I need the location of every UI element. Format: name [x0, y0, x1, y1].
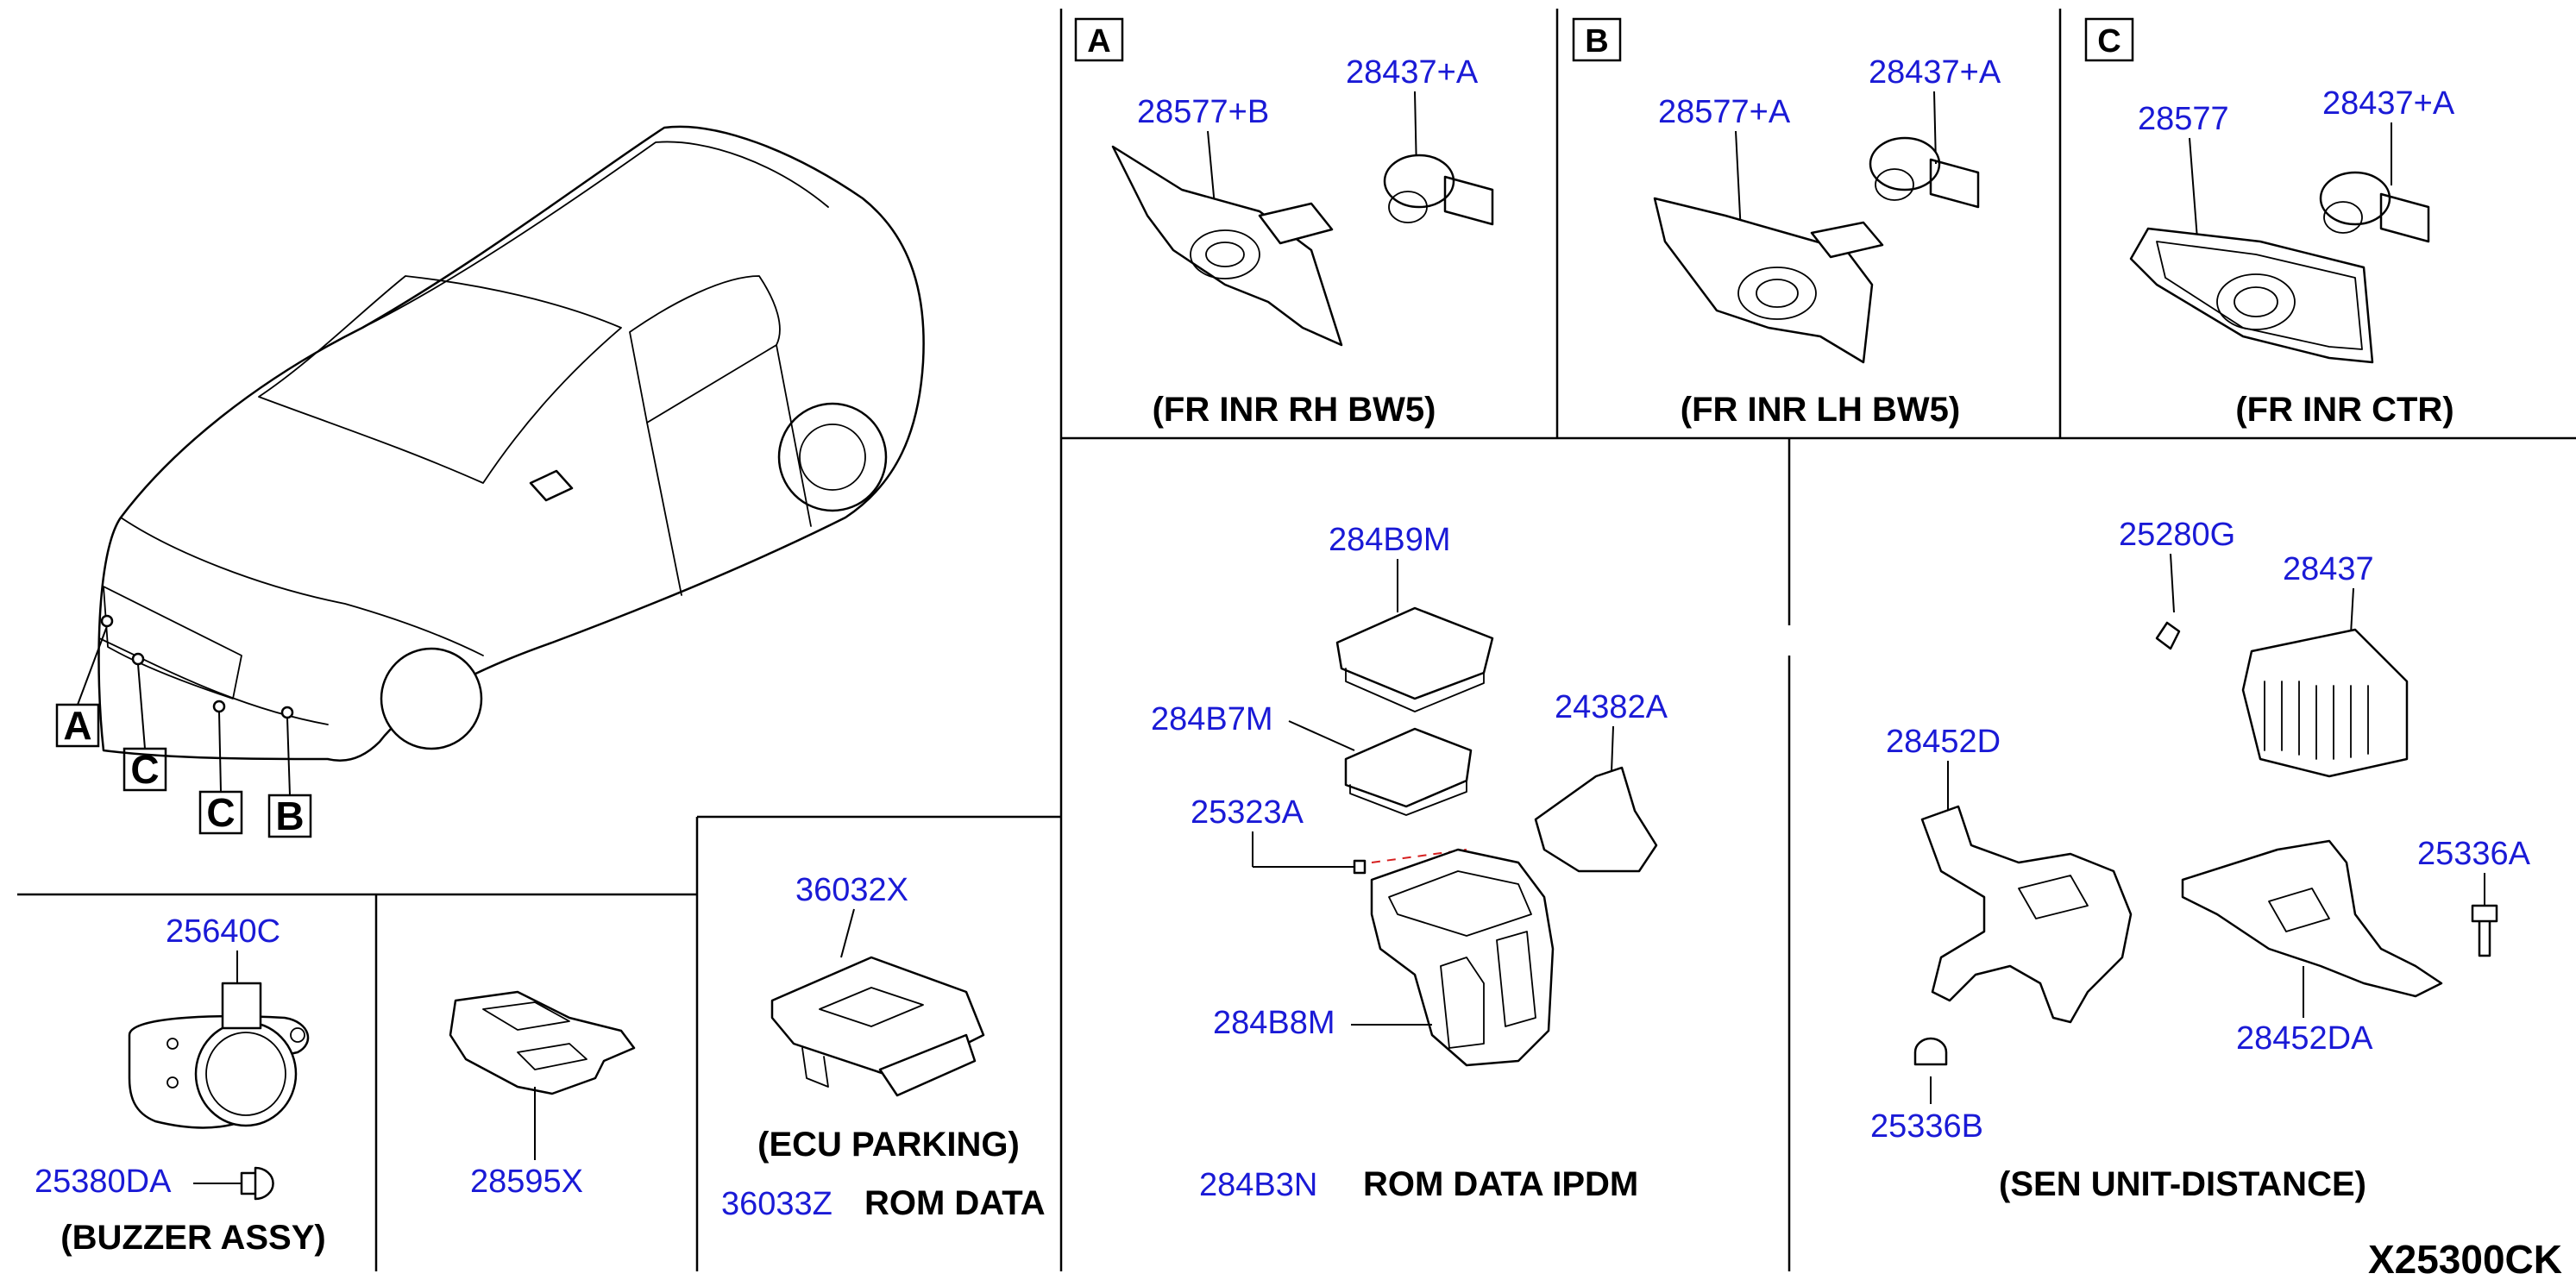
module-drawing: [1344, 727, 1473, 808]
panel-c: C 28577 28437+A (FR INR CTR): [2084, 17, 2455, 429]
vehicle-hood-line: [120, 517, 484, 656]
cover-drawing: [1534, 766, 1658, 873]
panel-a: A 28577+B 28437+A (FR INR RH BW5): [1074, 17, 1494, 429]
vehicle-front-wheel: [380, 647, 483, 750]
part-number: 25380DA: [35, 1164, 172, 1200]
panel-caption: (FR INR LH BW5): [1681, 391, 1960, 429]
ipdm-box-drawing: [1370, 848, 1555, 1067]
clip-drawing: [1913, 1037, 1948, 1066]
diagram-reference-code: X25300CK: [2368, 1237, 2562, 1280]
panel-sensor: 25280G 28437 28452D 25336A 28452DA 25336…: [1870, 517, 2531, 1203]
panel-caption: (FR INR RH BW5): [1153, 391, 1436, 429]
rom-part-number: 36033Z: [721, 1186, 832, 1222]
panel-caption: (BUZZER ASSY): [60, 1219, 325, 1257]
vehicle-side-window: [629, 275, 781, 424]
panel-letter-a: A: [1087, 23, 1110, 60]
sensor-spot-c-right: [212, 700, 226, 713]
vehicle-roof-line: [361, 141, 829, 329]
vehicle-rear-hub: [799, 424, 866, 491]
bracket-drawing: [2181, 839, 2443, 998]
part-number: 28452DA: [2236, 1020, 2373, 1057]
part-number: 28437+A: [1869, 54, 2001, 91]
panel-switch: 28595X: [449, 990, 636, 1200]
location-label-c: C: [130, 747, 159, 792]
part-number: 28437: [2283, 551, 2374, 587]
bracket-drawing: [1920, 805, 2133, 1024]
part-number: 24382A: [1555, 689, 1668, 725]
part-number: 25640C: [166, 913, 280, 950]
panel-grid: [17, 9, 2576, 1271]
sensor-spot-b: [280, 706, 294, 719]
part-number: 36032X: [795, 872, 908, 908]
sensor-drawing: [1383, 154, 1494, 226]
panel-ecu: 36032X (ECU PARKING) 36033Z ROM DATA: [721, 872, 1046, 1222]
vehicle-door-line: [646, 344, 812, 596]
vehicle-overview: A C C B: [55, 125, 925, 838]
sensor-unit-drawing: [2241, 628, 2409, 778]
vehicle-rear-wheel: [777, 402, 888, 512]
part-number: 25336B: [1870, 1108, 1983, 1145]
part-number: 28577+B: [1137, 94, 1269, 130]
vehicle-mirror: [529, 469, 574, 502]
part-number: 284B8M: [1213, 1005, 1335, 1041]
vehicle-bumper-line: [98, 637, 329, 725]
sensor-spot-a: [100, 614, 114, 628]
part-number: 28577: [2138, 101, 2229, 137]
module-drawing: [1335, 606, 1494, 700]
rom-label: ROM DATA: [864, 1184, 1046, 1222]
part-number: 284B9M: [1329, 522, 1451, 558]
panel-ipdm: 284B9M 284B7M 24382A 25323A 284B8M 284B3…: [1151, 522, 1668, 1203]
part-number: 25280G: [2119, 517, 2235, 553]
part-number: 25336A: [2417, 836, 2531, 872]
vehicle-windshield: [258, 275, 622, 484]
location-label-b: B: [275, 794, 304, 838]
sensor-spot-c-left: [131, 652, 145, 666]
panel-caption: (FR INR CTR): [2235, 391, 2453, 429]
clip-drawing: [2155, 621, 2181, 650]
location-label-c: C: [206, 790, 235, 835]
rom-label: ROM DATA IPDM: [1363, 1165, 1638, 1203]
part-number: 28437+A: [1346, 54, 1479, 91]
panel-caption: (SEN UNIT-DISTANCE): [1999, 1165, 2366, 1203]
bracket-drawing: [1653, 197, 1874, 364]
panel-b: B 28577+A 28437+A (FR INR LH BW5): [1572, 17, 2001, 429]
panel-letter-b: B: [1585, 23, 1608, 60]
rom-part-number: 284B3N: [1199, 1167, 1317, 1203]
panel-letter-c: C: [2097, 23, 2120, 60]
location-label-a: A: [63, 703, 91, 748]
part-number: 25323A: [1191, 794, 1304, 831]
part-number: 28595X: [470, 1164, 583, 1200]
panel-caption: (ECU PARKING): [757, 1126, 1020, 1164]
part-number: 28577+A: [1658, 94, 1791, 130]
part-number: 28437+A: [2322, 85, 2455, 122]
bolt-drawing: [2471, 904, 2498, 957]
buzzer-grille: [194, 1020, 298, 1127]
clip-drawing: [240, 1166, 274, 1201]
sensor-drawing: [2319, 171, 2430, 243]
bracket-drawing: [1111, 145, 1343, 347]
part-number: 284B7M: [1151, 701, 1273, 737]
bracket-drawing: [2129, 227, 2374, 364]
sensor-drawing: [1869, 136, 1980, 209]
panel-buzzer: 25640C 25380DA (BUZZER ASSY): [35, 913, 326, 1257]
part-number: 28452D: [1886, 724, 2001, 760]
